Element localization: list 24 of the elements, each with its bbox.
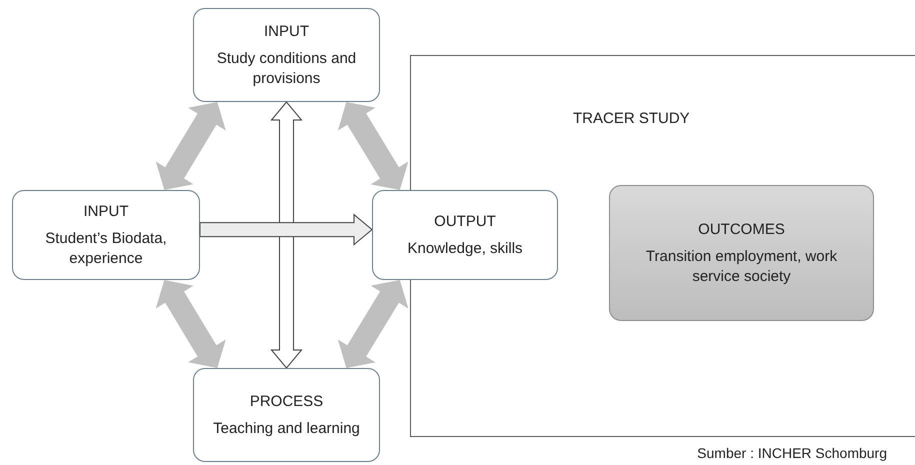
box-heading: OUTCOMES [698, 220, 785, 240]
block-arrow [156, 102, 226, 190]
box-heading: INPUT [264, 22, 309, 42]
block-arrow [156, 280, 226, 368]
tracer-study-frame [410, 55, 915, 437]
box-text: Study conditions and provisions [216, 49, 358, 88]
frame-title: TRACER STUDY [573, 109, 690, 129]
box-heading: PROCESS [250, 392, 324, 411]
box-text: Student’s Biodata, experience [44, 229, 168, 268]
box-text: Transition employment, work service society [644, 247, 838, 286]
outcome-box [609, 185, 874, 321]
block-arrow [270, 101, 303, 369]
block-arrow [200, 214, 373, 246]
box-text: Knowledge, skills [407, 239, 523, 258]
stage-box [12, 190, 200, 280]
stage-box [193, 8, 380, 102]
stage-box [372, 190, 558, 280]
box-heading: INPUT [84, 202, 128, 222]
block-arrow [338, 102, 408, 190]
block-arrow [338, 280, 408, 368]
stage-box [193, 368, 380, 462]
source-note: Sumber : INCHER Schomburg [697, 444, 887, 463]
box-text: Teaching and learning [213, 419, 360, 438]
box-heading: OUTPUT [434, 212, 496, 231]
